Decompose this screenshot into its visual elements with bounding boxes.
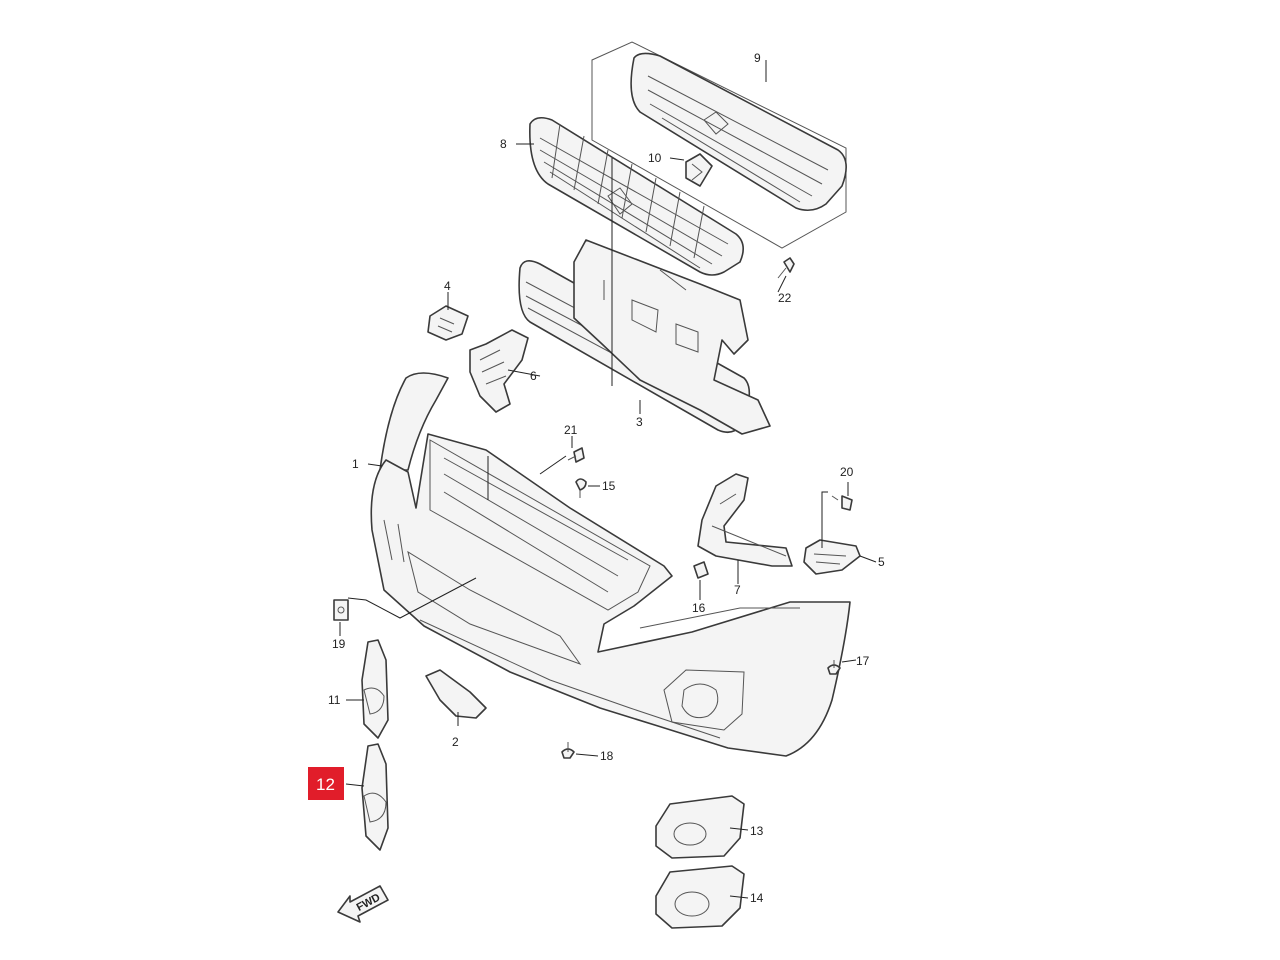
part-13-fog-lamp-cover[interactable]: [655, 795, 745, 859]
callout-11: 11: [328, 693, 341, 707]
part-22-screw[interactable]: [777, 257, 795, 279]
part-4-clip[interactable]: [427, 305, 469, 341]
part-19-nut[interactable]: [333, 599, 349, 621]
leader-lines: [339, 60, 877, 899]
callout-10: 10: [648, 151, 662, 165]
callout-17: 17: [856, 654, 870, 668]
part-9-upper-grille[interactable]: [591, 41, 847, 249]
callout-12: 12: [316, 775, 335, 794]
part-17-clip[interactable]: [827, 660, 841, 675]
part-14-fog-lamp-cover[interactable]: [655, 865, 745, 929]
callout-6: 6: [530, 369, 537, 383]
callout-5: 5: [878, 555, 885, 569]
callout-19: 19: [332, 637, 346, 651]
callout-2: 2: [452, 735, 459, 749]
callout-20: 20: [840, 465, 854, 479]
part-3-lower-grille[interactable]: [518, 239, 771, 435]
callout-21: 21: [564, 423, 578, 437]
part-8-middle-grille[interactable]: [529, 116, 744, 276]
part-18-clip[interactable]: [561, 742, 575, 759]
part-5-clip[interactable]: [803, 539, 861, 575]
callout-labels: 9 8 10 22 4 6 3 21 1 15 20 5 16 7 19 17 …: [328, 51, 885, 905]
callout-8: 8: [500, 137, 507, 151]
part-10-emblem[interactable]: [685, 153, 713, 187]
callout-18: 18: [600, 749, 614, 763]
part-16-screw[interactable]: [693, 561, 709, 579]
callout-12-badge: [308, 767, 344, 800]
fwd-arrow-icon: FWD: [337, 885, 389, 923]
callout-15: 15: [602, 479, 616, 493]
part-12-side-bracket[interactable]: [361, 743, 389, 851]
callout-16: 16: [692, 601, 706, 615]
callout-1: 1: [352, 457, 359, 471]
callout-3: 3: [636, 415, 643, 429]
callout-13: 13: [750, 824, 764, 838]
part-6-left-bracket[interactable]: [469, 329, 529, 413]
callout-7: 7: [734, 583, 741, 597]
callout-9: 9: [754, 51, 761, 65]
part-2-lower-trim[interactable]: [425, 669, 487, 719]
part-7-right-bracket[interactable]: [697, 473, 793, 567]
callout-4: 4: [444, 279, 451, 293]
part-15-clip[interactable]: [575, 478, 587, 498]
part-11-side-bracket[interactable]: [361, 639, 389, 739]
callout-14: 14: [750, 891, 764, 905]
part-20-screw[interactable]: [831, 495, 853, 511]
part-1-front-bumper[interactable]: [370, 372, 851, 757]
callout-22: 22: [778, 291, 792, 305]
part-21-screw[interactable]: [567, 447, 585, 463]
callout-12-highlight[interactable]: 12: [308, 767, 344, 800]
